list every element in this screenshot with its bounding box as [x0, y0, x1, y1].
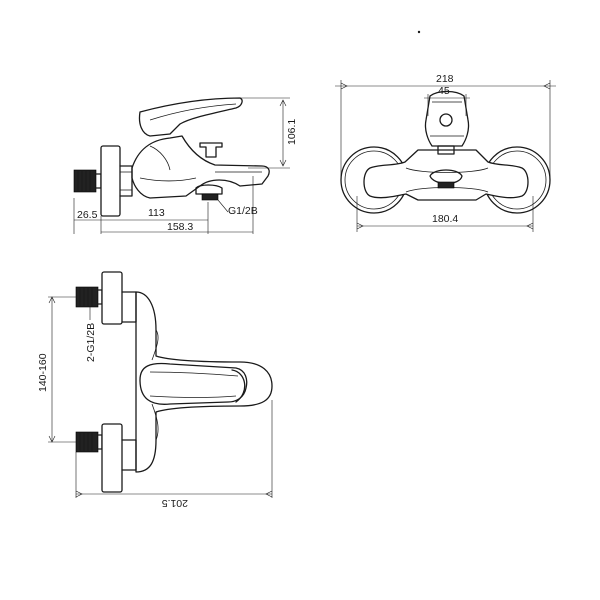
stray-mark: [417, 30, 421, 34]
dim-front-centers: 180.4: [432, 213, 458, 225]
front-view: 218 45 180.4: [335, 73, 556, 232]
front-body: [363, 149, 529, 201]
front-handle: [424, 90, 470, 147]
dim-side-height: 106.1: [286, 119, 298, 145]
top-body: [135, 291, 273, 473]
dim-side-outlet-thread: G1/2B: [228, 205, 258, 217]
dim-front-handle-width: 45: [438, 85, 450, 97]
side-diverter-knob: [199, 142, 223, 158]
dim-top-center-range: 140-160: [37, 353, 49, 392]
side-body: [131, 135, 270, 199]
dim-side-length: 158.3: [167, 221, 193, 233]
side-inlet-thread: [73, 169, 97, 193]
top-handle: [139, 362, 248, 405]
side-wall-flange: [100, 145, 121, 217]
top-lower-inlet-thread: [75, 431, 99, 453]
top-upper-inlet-thread: [75, 286, 99, 308]
dim-top-projection: 201.5: [162, 497, 188, 509]
dim-top-inlet-thread: 2-G1/2B: [85, 323, 97, 362]
top-upper-flange: [101, 271, 123, 325]
side-outlet-thread: [201, 193, 219, 201]
top-lower-flange: [101, 423, 123, 493]
dim-front-total-width: 218: [436, 73, 454, 85]
front-handle-cap: [439, 113, 453, 127]
side-handle: [138, 97, 243, 137]
front-outlet-thread: [437, 181, 455, 189]
side-view: 106.1 26.5 113 158.3 G1/2B: [73, 97, 298, 234]
dim-side-wall: 26.5: [77, 209, 98, 221]
top-view: 140-160 2-G1/2B 201.5: [37, 271, 273, 509]
dim-side-spout: 113: [148, 207, 165, 219]
